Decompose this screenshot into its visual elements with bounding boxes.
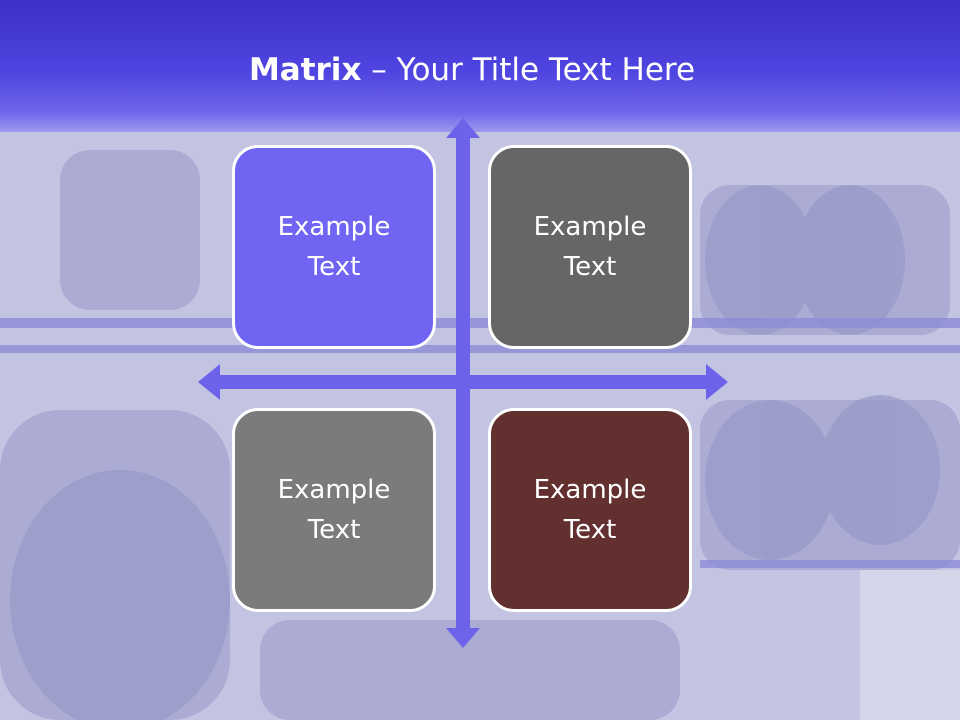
- axis-arrow-down: [446, 628, 480, 648]
- quadrant-text: Example Text: [277, 475, 391, 545]
- slide-title: Matrix – Your Title Text Here: [0, 48, 944, 92]
- quadrant-text: Example Text: [533, 212, 647, 282]
- quadrant-top-right: Example Text: [488, 145, 692, 349]
- quadrant-top-left: Example Text: [232, 145, 436, 349]
- quadrant-text: Example Text: [533, 475, 647, 545]
- axis-arrow-left: [198, 364, 220, 400]
- axis-arrow-right: [706, 364, 728, 400]
- title-bar: [0, 0, 960, 132]
- quadrant-text: Example Text: [277, 212, 391, 282]
- quadrant-bottom-left: Example Text: [232, 408, 436, 612]
- title-rest: – Your Title Text Here: [361, 52, 696, 88]
- quadrant-bottom-right: Example Text: [488, 408, 692, 612]
- horizontal-axis: [216, 375, 710, 389]
- axis-arrow-up: [446, 118, 480, 138]
- title-bold: Matrix: [248, 52, 362, 88]
